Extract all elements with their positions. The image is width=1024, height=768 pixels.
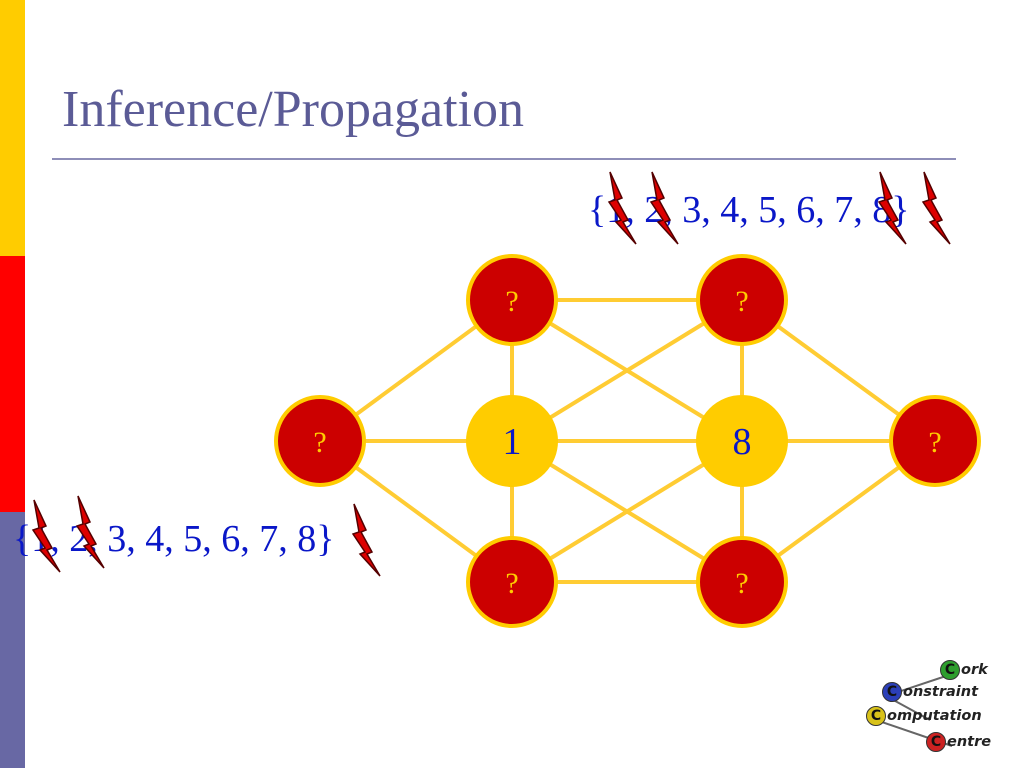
logo-line-text: entre bbox=[947, 734, 992, 750]
lightning-bolt-icon bbox=[31, 499, 61, 573]
accent-bar-slate bbox=[0, 512, 25, 768]
graph-node-circle bbox=[274, 395, 366, 487]
graph-node-left: ? bbox=[274, 395, 366, 487]
graph-node-center-left: 1 bbox=[466, 395, 558, 487]
accent-bar-red bbox=[0, 256, 25, 512]
domain-set-top: {1, 2, 3, 4, 5, 6, 7, 8} bbox=[588, 189, 910, 231]
graph-node-right: ? bbox=[889, 395, 981, 487]
accent-bar-yellow bbox=[0, 0, 25, 256]
slide-title: Inference/Propagation bbox=[62, 81, 525, 138]
domain-set-bottom: {1, 2, 3, 4, 5, 6, 7, 8} bbox=[13, 518, 335, 560]
lightning-bolt-icon bbox=[921, 171, 951, 245]
graph-node-label: ? bbox=[928, 426, 941, 459]
graph-node-top-right: ? bbox=[696, 254, 788, 346]
graph-node-label: ? bbox=[505, 567, 518, 600]
graph-node-bottom-right: ? bbox=[696, 536, 788, 628]
graph-node-circle bbox=[466, 395, 558, 487]
lightning-bolt-icon bbox=[75, 495, 105, 569]
graph-node-label: 1 bbox=[503, 421, 522, 463]
logo-line-text: onstraint bbox=[903, 684, 979, 700]
logo-ball-icon: C bbox=[866, 706, 886, 726]
lightning-bolt-icon bbox=[351, 503, 381, 577]
lightning-bolt-icon bbox=[607, 171, 637, 245]
graph-node-circle bbox=[889, 395, 981, 487]
graph-node-label: 8 bbox=[733, 421, 752, 463]
logo-ball-icon: C bbox=[940, 660, 960, 680]
graph-node-label: ? bbox=[735, 285, 748, 318]
graph-node-label: ? bbox=[735, 567, 748, 600]
graph-node-circle bbox=[696, 536, 788, 628]
logo-line-text: ork bbox=[961, 662, 988, 678]
graph-node-label: ? bbox=[313, 426, 326, 459]
graph-node-circle bbox=[696, 395, 788, 487]
lightning-bolt-icon bbox=[649, 171, 679, 245]
graph-node-circle bbox=[466, 536, 558, 628]
logo-line-text: omputation bbox=[887, 708, 982, 724]
logo-ball-icon: C bbox=[882, 682, 902, 702]
graph-node-bottom-left: ? bbox=[466, 536, 558, 628]
lightning-bolt-icon bbox=[877, 171, 907, 245]
graph-node-circle bbox=[466, 254, 558, 346]
graph-node-top-left: ? bbox=[466, 254, 558, 346]
graph-node-circle bbox=[696, 254, 788, 346]
graph-node-label: ? bbox=[505, 285, 518, 318]
graph-node-center-right: 8 bbox=[696, 395, 788, 487]
logo-ball-icon: C bbox=[926, 732, 946, 752]
title-divider bbox=[52, 158, 956, 160]
